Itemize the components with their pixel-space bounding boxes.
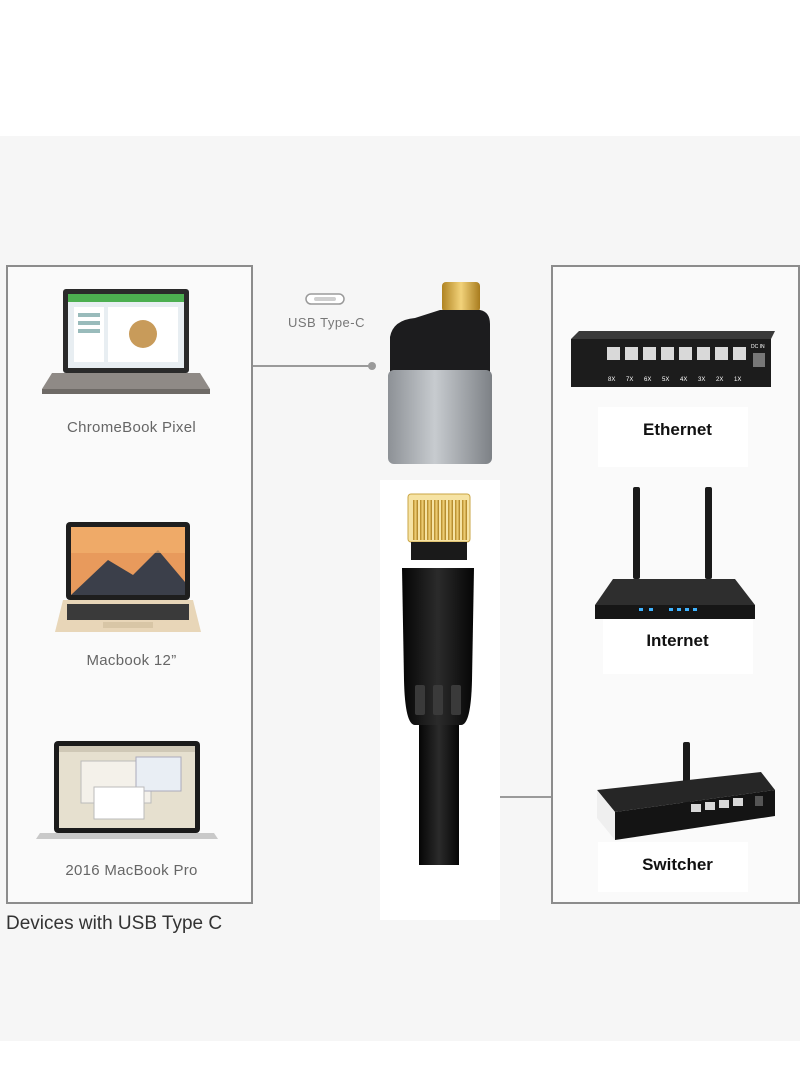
- network-switcher-icon: [597, 742, 775, 840]
- switch-port-label: 6X: [644, 377, 651, 383]
- switch-port-label: 5X: [662, 377, 669, 383]
- ethernet-switch-icon: [571, 331, 775, 387]
- network-panel: 8X 7X 6X 5X 4X 3X 2X 1X DC IN Ethernet Internet…: [551, 265, 800, 904]
- label-card-internet: [603, 619, 753, 674]
- rj45-cable: [380, 480, 500, 920]
- switch-port: [733, 347, 746, 360]
- network-label-ethernet: Ethernet: [643, 420, 712, 439]
- device-label-macbook-12: Macbook 12”: [86, 652, 177, 669]
- switch-port: [607, 347, 620, 360]
- switch-port-labels: 8X 7X 6X 5X 4X 3X 2X 1X DC IN: [608, 344, 765, 383]
- switch-port-label: 7X: [626, 377, 633, 383]
- devices-caption: Devices with USB Type C: [6, 913, 223, 934]
- switch-port-label: 2X: [716, 377, 723, 383]
- label-card-switcher: [598, 842, 748, 892]
- usb-c-adapter: [388, 282, 492, 464]
- usb-c-label: USB Type-C: [288, 315, 366, 330]
- macbook-pro-laptop-icon: [36, 741, 218, 839]
- router-icon: [595, 487, 755, 619]
- label-card-ethernet: [598, 407, 748, 467]
- switch-port-label: 1X: [734, 377, 741, 383]
- macbook-laptop-icon: [55, 522, 201, 632]
- switch-port-label: 3X: [698, 377, 705, 383]
- device-label-macbook-pro: 2016 MacBook Pro: [65, 862, 198, 879]
- usb-c-port-icon: [305, 293, 345, 305]
- network-label-internet: Internet: [646, 631, 709, 650]
- chromebook-laptop-icon: [42, 289, 210, 394]
- switch-dc-in-label: DC IN: [751, 344, 765, 350]
- switch-port: [679, 347, 692, 360]
- switch-port: [697, 347, 710, 360]
- switch-port-label: 8X: [608, 377, 615, 383]
- device-label-chromebook: ChromeBook Pixel: [66, 419, 197, 436]
- devices-panel: ChromeBook Pixel Macbook 12” 2016 MacBoo…: [6, 265, 253, 904]
- switch-port: [661, 347, 674, 360]
- switch-port-label: 4X: [680, 377, 687, 383]
- switch-port: [643, 347, 656, 360]
- network-label-switcher: Switcher: [642, 855, 713, 874]
- switch-port: [715, 347, 728, 360]
- switch-port: [625, 347, 638, 360]
